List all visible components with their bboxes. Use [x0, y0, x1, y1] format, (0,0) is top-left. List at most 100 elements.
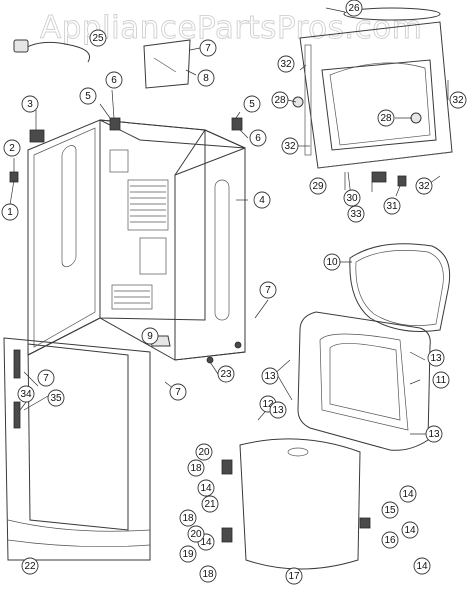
- callout-c35: 35: [47, 389, 65, 407]
- callout-number: 14: [402, 489, 414, 500]
- callout-c14d: 14: [413, 557, 431, 575]
- callout-c6a: 6: [105, 71, 123, 89]
- callout-number: 21: [204, 499, 216, 510]
- callout-circle: [217, 365, 235, 383]
- callout-circle: [261, 367, 279, 385]
- callout-number: 6: [255, 133, 261, 144]
- callout-circle: [243, 95, 261, 113]
- callout-circle: [169, 383, 187, 401]
- callout-number: 12: [262, 399, 274, 410]
- callout-c26: 26: [345, 0, 363, 17]
- callout-circle: [259, 281, 277, 299]
- callout-circle: [345, 0, 363, 17]
- callout-c19: 19: [179, 545, 197, 563]
- callout-circle: [197, 479, 215, 497]
- callout-number: 28: [380, 113, 392, 124]
- callout-number: 14: [200, 483, 212, 494]
- front-bulkhead: [299, 21, 453, 169]
- callout-circle: [17, 385, 35, 403]
- callout-number: 25: [92, 33, 104, 44]
- callout-c13c: 13: [425, 425, 443, 443]
- callout-circle: [449, 91, 467, 109]
- callout-circle: [271, 91, 289, 109]
- callout-number: 5: [249, 99, 255, 110]
- callout-number: 32: [418, 181, 430, 192]
- callout-c18c: 18: [199, 565, 217, 583]
- callout-circle: [253, 191, 271, 209]
- callout-number: 4: [259, 195, 265, 206]
- callout-circle: [281, 137, 299, 155]
- callout-circle: [21, 557, 39, 575]
- callout-circle: [381, 531, 399, 549]
- callout-number: 5: [85, 91, 91, 102]
- callout-c34: 34: [17, 385, 35, 403]
- callout-number: 13: [430, 353, 442, 364]
- callout-circle: [141, 327, 159, 345]
- callout-c16: 16: [381, 531, 399, 549]
- callout-circle: [269, 401, 287, 419]
- callout-circle: [347, 205, 365, 223]
- callout-number: 1: [7, 207, 13, 218]
- callout-number: 7: [43, 373, 49, 384]
- callout-number: 28: [274, 95, 286, 106]
- callout-c5a: 5: [79, 87, 97, 105]
- callout-c25: 25: [89, 29, 107, 47]
- callout-number: 32: [284, 141, 296, 152]
- callout-number: 3: [27, 99, 33, 110]
- callout-circle: [105, 71, 123, 89]
- callout-number: 32: [280, 59, 292, 70]
- callout-number: 20: [190, 529, 202, 540]
- callout-circle: [377, 109, 395, 127]
- callout-c30: 30: [343, 189, 361, 207]
- callout-number: 18: [182, 513, 194, 524]
- callout-number: 31: [386, 201, 398, 212]
- callout-number: 17: [288, 571, 300, 582]
- callout-c11: 11: [432, 371, 450, 389]
- callout-number: 15: [384, 505, 396, 516]
- callout-c13b: 13: [261, 367, 279, 385]
- callout-number: 2: [9, 143, 15, 154]
- callout-circle: [425, 425, 443, 443]
- callout-circle: [323, 253, 341, 271]
- cabinet: [27, 119, 246, 361]
- callout-circle: [179, 545, 197, 563]
- callout-circle: [343, 189, 361, 207]
- callout-number: 10: [326, 257, 338, 268]
- callout-c32c: 32: [449, 91, 467, 109]
- callout-circle: [277, 55, 295, 73]
- callout-circle: [1, 203, 19, 221]
- callout-number: 13: [272, 405, 284, 416]
- callout-circle: [187, 459, 205, 477]
- callout-c18b: 18: [179, 509, 197, 527]
- callout-circle: [79, 87, 97, 105]
- callout-c29: 29: [309, 177, 327, 195]
- callout-circle: [401, 521, 419, 539]
- seal-ring: [343, 7, 441, 21]
- callout-number: 13: [264, 371, 276, 382]
- callout-number: 11: [436, 375, 447, 386]
- callout-number: 14: [404, 525, 416, 536]
- callout-number: 34: [20, 389, 32, 400]
- callout-c32a: 32: [277, 55, 295, 73]
- callout-circle: [399, 485, 417, 503]
- callout-number: 8: [203, 73, 209, 84]
- callout-layer: 1234556677778910111213131313141414141415…: [1, 0, 467, 585]
- callout-c6b: 6: [249, 129, 267, 147]
- callout-circle: [285, 567, 303, 585]
- callout-number: 19: [182, 549, 194, 560]
- callout-circle: [37, 369, 55, 387]
- callout-c32d: 32: [415, 177, 433, 195]
- callout-number: 22: [24, 561, 36, 572]
- callout-circle: [47, 389, 65, 407]
- callout-c1: 1: [1, 203, 19, 221]
- small-parts: [9, 39, 422, 543]
- callout-number: 14: [200, 537, 212, 548]
- callout-circle: [197, 69, 215, 87]
- door-panel: [239, 438, 361, 570]
- callout-number: 20: [198, 447, 210, 458]
- callout-number: 18: [202, 569, 214, 580]
- toe-panel: [3, 337, 151, 561]
- callout-circle: [383, 197, 401, 215]
